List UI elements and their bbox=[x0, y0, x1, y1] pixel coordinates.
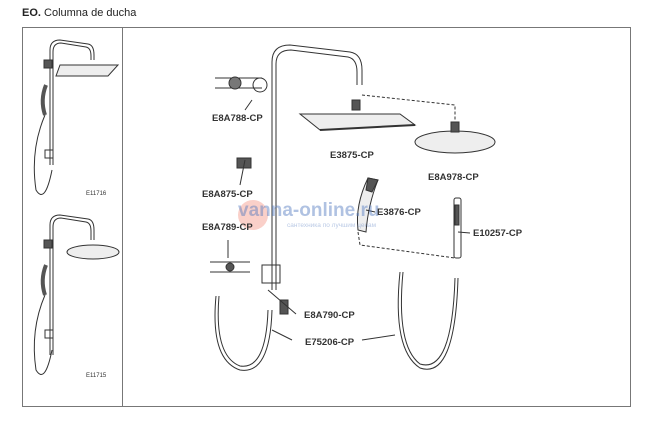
watermark-site: vanna-online.ru bbox=[238, 200, 380, 221]
divider bbox=[122, 27, 123, 407]
page-title: EO. Columna de ducha bbox=[22, 7, 136, 19]
column-drawing bbox=[210, 44, 496, 371]
part-label: E8A788-CP bbox=[212, 113, 263, 124]
variant-round-drawing bbox=[33, 214, 120, 375]
diagram-frame bbox=[22, 27, 631, 407]
part-label: E8A978-CP bbox=[428, 172, 479, 183]
part-label: E75206-CP bbox=[305, 337, 355, 348]
part-label: E8A790-CP bbox=[304, 310, 355, 321]
part-label: E10257-CP bbox=[473, 228, 523, 239]
variant-code: E11716 bbox=[86, 191, 107, 197]
variant-code: E11715 bbox=[86, 373, 107, 379]
part-label: E3876-CP bbox=[377, 207, 421, 218]
section-title: Columna de ducha bbox=[44, 7, 137, 19]
part-label: E3875-CP bbox=[330, 150, 374, 161]
variant-square-drawing bbox=[33, 39, 120, 195]
watermark-logo bbox=[238, 200, 268, 230]
part-label: E8A875-CP bbox=[202, 189, 253, 200]
section-code: EO. bbox=[22, 7, 41, 19]
part-label: E8A789-CP bbox=[202, 222, 253, 233]
watermark-tagline: сантехника по лучшим ценам bbox=[287, 222, 377, 229]
